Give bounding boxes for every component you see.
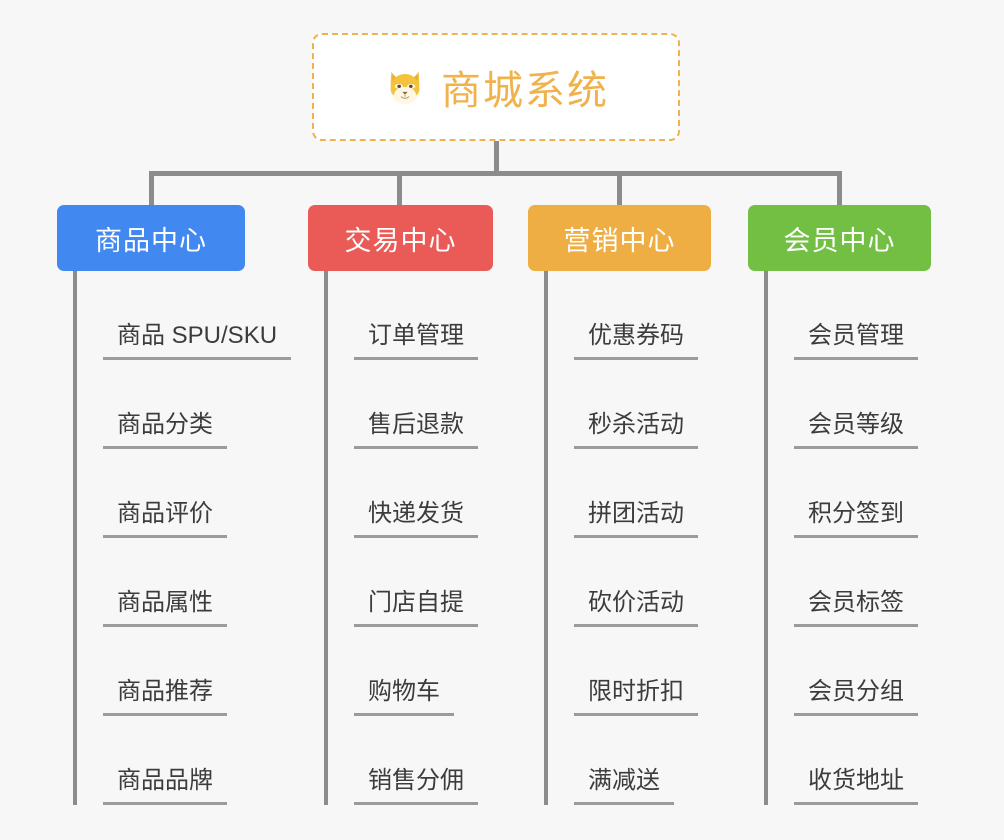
leaf-label: 会员标签 [794, 588, 918, 627]
leaf-label: 秒杀活动 [574, 410, 698, 449]
list-item[interactable]: 优惠券码 [548, 271, 743, 360]
leaf-label: 拼团活动 [574, 499, 698, 538]
list-item[interactable]: 快递发货 [328, 449, 523, 538]
leaf-label: 订单管理 [354, 321, 478, 360]
category-column-4: 会员中心 会员管理 会员等级 积分签到 会员标签 会员分组 收货地址 [748, 205, 963, 805]
list-item[interactable]: 会员管理 [768, 271, 963, 360]
connector-stem [494, 141, 499, 174]
leaf-label: 购物车 [354, 677, 454, 716]
category-label-4: 会员中心 [783, 225, 896, 256]
list-item[interactable]: 商品推荐 [77, 627, 287, 716]
category-header-2[interactable]: 交易中心 [308, 205, 493, 271]
list-item[interactable]: 销售分佣 [328, 716, 523, 805]
category-header-1[interactable]: 商品中心 [57, 205, 245, 271]
list-item[interactable]: 售后退款 [328, 360, 523, 449]
connector-drop-2 [397, 171, 402, 208]
leaf-label: 快递发货 [354, 499, 478, 538]
connector-bus [149, 171, 842, 176]
list-item[interactable]: 秒杀活动 [548, 360, 743, 449]
branch-4: 会员管理 会员等级 积分签到 会员标签 会员分组 收货地址 [764, 271, 963, 805]
leaf-label: 商品评价 [103, 499, 227, 538]
leaf-label: 门店自提 [354, 588, 478, 627]
branch-1: 商品 SPU/SKU 商品分类 商品评价 商品属性 商品推荐 商品品牌 [73, 271, 292, 805]
leaf-label: 收货地址 [794, 766, 918, 805]
list-item[interactable]: 商品评价 [77, 449, 287, 538]
branch-3: 优惠券码 秒杀活动 拼团活动 砍价活动 限时折扣 满减送 [544, 271, 743, 805]
category-column-2: 交易中心 订单管理 售后退款 快递发货 门店自提 购物车 销售分佣 [308, 205, 523, 805]
category-header-3[interactable]: 营销中心 [528, 205, 711, 271]
list-item[interactable]: 限时折扣 [548, 627, 743, 716]
leaf-label: 优惠券码 [574, 321, 698, 360]
list-item[interactable]: 拼团活动 [548, 449, 743, 538]
leaf-label: 商品分类 [103, 410, 227, 449]
leaf-label: 会员等级 [794, 410, 918, 449]
connector-drop-4 [837, 171, 842, 208]
leaf-label: 商品 SPU/SKU [103, 321, 292, 360]
list-item[interactable]: 会员标签 [768, 538, 963, 627]
list-item[interactable]: 购物车 [328, 627, 523, 716]
connector-drop-3 [617, 171, 622, 208]
category-column-3: 营销中心 优惠券码 秒杀活动 拼团活动 砍价活动 限时折扣 满减送 [528, 205, 743, 805]
list-item[interactable]: 订单管理 [328, 271, 523, 360]
leaf-label: 限时折扣 [574, 677, 698, 716]
list-item[interactable]: 收货地址 [768, 716, 963, 805]
leaf-label: 售后退款 [354, 410, 478, 449]
leaf-label: 销售分佣 [354, 766, 478, 805]
leaf-label: 会员分组 [794, 677, 918, 716]
leaf-label: 商品推荐 [103, 677, 227, 716]
root-title: 商城系统 [441, 69, 609, 113]
list-item[interactable]: 商品 SPU/SKU [77, 271, 292, 360]
leaf-label: 积分签到 [794, 499, 918, 538]
list-item[interactable]: 商品品牌 [77, 716, 287, 805]
list-item[interactable]: 商品分类 [77, 360, 287, 449]
category-label-3: 营销中心 [563, 225, 676, 256]
list-item[interactable]: 门店自提 [328, 538, 523, 627]
leaf-label: 商品属性 [103, 588, 227, 627]
category-label-2: 交易中心 [344, 225, 457, 256]
list-item[interactable]: 积分签到 [768, 449, 963, 538]
shiba-dog-face-icon [383, 65, 427, 109]
list-item[interactable]: 砍价活动 [548, 538, 743, 627]
leaf-label: 商品品牌 [103, 766, 227, 805]
branch-2: 订单管理 售后退款 快递发货 门店自提 购物车 销售分佣 [324, 271, 523, 805]
category-label-1: 商品中心 [95, 225, 207, 256]
list-item[interactable]: 会员分组 [768, 627, 963, 716]
root-node[interactable]: 商城系统 [312, 33, 680, 141]
category-column-1: 商品中心 商品 SPU/SKU 商品分类 商品评价 商品属性 商品推荐 商品品牌 [57, 205, 292, 805]
list-item[interactable]: 会员等级 [768, 360, 963, 449]
leaf-label: 会员管理 [794, 321, 918, 360]
leaf-label: 满减送 [574, 766, 674, 805]
list-item[interactable]: 商品属性 [77, 538, 287, 627]
leaf-label: 砍价活动 [574, 588, 698, 627]
list-item[interactable]: 满减送 [548, 716, 743, 805]
connector-drop-1 [149, 171, 154, 208]
category-header-4[interactable]: 会员中心 [748, 205, 931, 271]
